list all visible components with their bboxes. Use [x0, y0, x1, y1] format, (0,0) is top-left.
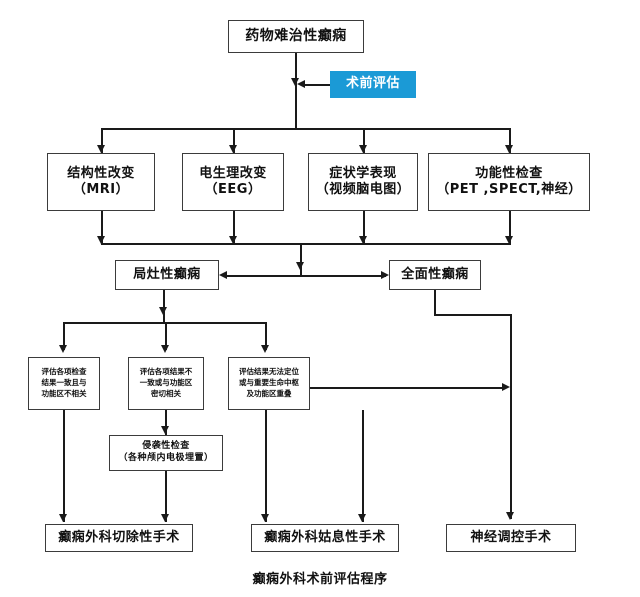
connector-generalized-down: [434, 290, 436, 315]
node-preoperative-evaluation[interactable]: 术前评估: [330, 71, 416, 98]
arrowhead-nonlocalizing-palliative-down: [261, 514, 269, 522]
connector-nonlocalizing-to-palliative: [265, 410, 267, 522]
arrowhead-concordant-resective-down: [59, 514, 67, 522]
connector-structural-to-merge: [101, 211, 103, 244]
node-criteria-concordant-line3: 功能区不相关: [41, 388, 87, 398]
node-focal-epilepsy[interactable]: 局灶性癫痫: [115, 260, 219, 290]
node-functional-imaging-line1: 功能性检查: [475, 165, 543, 181]
connector-root-to-bus: [295, 53, 297, 128]
arrowhead-nonlocalizing-right: [502, 383, 510, 391]
connector-electro-to-merge: [233, 211, 235, 244]
connector-discordant-to-invasive: [165, 410, 167, 435]
node-preoperative-evaluation-label: 术前评估: [345, 76, 400, 92]
node-structural-mri[interactable]: 结构性改变 （MRI）: [47, 153, 155, 211]
node-criteria-concordant[interactable]: 评估各项检查 结果一致且与 功能区不相关: [28, 357, 100, 410]
node-focal-epilepsy-label: 局灶性癫痫: [133, 266, 201, 282]
node-criteria-nonlocalizing-line3: 及功能区重叠: [246, 388, 292, 398]
arrowhead-to-generalized-right: [381, 271, 389, 279]
connector-preop-to-trunk: [302, 84, 332, 86]
connector-nonlocalizing-to-right-rail: [310, 387, 506, 389]
arrowhead-criteria-nonlocalizing-down: [261, 345, 269, 353]
node-semiology-video-eeg-line2: （视频脑电图）: [315, 182, 411, 197]
connector-merge-to-classification: [300, 243, 302, 276]
arrowhead-electro-merge: [229, 236, 237, 244]
connector-bus-to-criteria-discordant: [165, 322, 167, 350]
connector-focal-generalized: [224, 275, 386, 277]
arrowhead-neuromodulation-down: [506, 512, 514, 520]
node-palliative-surgery[interactable]: 癫痫外科姑息性手术: [251, 524, 399, 552]
node-criteria-discordant-line2: 一致或与功能区: [139, 378, 193, 388]
node-invasive-monitoring[interactable]: 侵袭性检查 （各种颅内电极埋置）: [109, 435, 223, 471]
connector-secondary-to-palliative: [362, 410, 364, 522]
arrowhead-criteria-discordant-down: [161, 345, 169, 353]
arrowhead-invasive-down: [161, 426, 169, 434]
right-rail-to-neuromodulation: [510, 314, 512, 519]
node-criteria-nonlocalizing-line1: 评估结果无法定位: [239, 367, 299, 377]
node-root-label: 药物难治性癫痫: [245, 27, 347, 44]
arrowhead-structural-down: [97, 145, 105, 153]
node-functional-imaging[interactable]: 功能性检查 （PET ,SPECT,神经）: [428, 153, 590, 211]
connector-bus-to-criteria-nonlocalizing: [265, 322, 267, 350]
connector-bus-to-semiology: [363, 128, 365, 153]
connector-concordant-to-resective: [63, 410, 65, 522]
node-structural-mri-line2: （MRI）: [72, 182, 130, 197]
node-criteria-concordant-line1: 评估各项检查: [41, 367, 87, 377]
arrowhead-invasive-resective-down: [161, 514, 169, 522]
node-invasive-monitoring-line2: （各种颅内电极埋置）: [118, 453, 214, 463]
arrowhead-functional-down: [505, 145, 513, 153]
node-electrophysiology-eeg-line2: （EEG）: [204, 182, 262, 197]
connector-bus-to-structural: [101, 128, 103, 153]
node-criteria-concordant-line2: 结果一致且与: [41, 378, 87, 388]
node-resective-surgery[interactable]: 癫痫外科切除性手术: [45, 524, 193, 552]
node-structural-mri-line1: 结构性改变: [67, 165, 135, 181]
node-generalized-epilepsy-label: 全面性癫痫: [401, 266, 469, 282]
arrowhead-secondary-palliative-down: [358, 514, 366, 522]
node-electrophysiology-eeg[interactable]: 电生理改变 （EEG）: [182, 153, 284, 211]
connector-bus-to-criteria-concordant: [63, 322, 65, 350]
node-criteria-discordant-line1: 评估各项结果不: [139, 367, 193, 377]
connector-semiology-to-merge: [363, 211, 365, 244]
node-generalized-epilepsy[interactable]: 全面性癫痫: [389, 260, 481, 290]
bus-evaluation-merge: [101, 243, 511, 245]
arrowhead-focal-bus-down: [159, 307, 167, 315]
arrowhead-electro-down: [229, 145, 237, 153]
connector-invasive-to-resective: [165, 471, 167, 522]
arrowhead-functional-merge: [505, 236, 513, 244]
connector-bus-to-functional: [509, 128, 511, 153]
arrowhead-criteria-concordant-down: [59, 345, 67, 353]
node-electrophysiology-eeg-line1: 电生理改变: [199, 165, 267, 181]
arrowhead-classification-down: [296, 262, 304, 270]
node-criteria-nonlocalizing[interactable]: 评估结果无法定位 或与重要生命中枢 及功能区重叠: [228, 357, 310, 410]
node-criteria-discordant[interactable]: 评估各项结果不 一致或与功能区 密切相关: [128, 357, 204, 410]
node-resective-surgery-label: 癫痫外科切除性手术: [58, 529, 180, 545]
connector-functional-to-merge: [509, 211, 511, 244]
arrowhead-to-focal-left: [219, 271, 227, 279]
node-neuromodulation-surgery[interactable]: 神经调控手术: [446, 524, 576, 552]
node-criteria-discordant-line3: 密切相关: [151, 388, 181, 398]
node-semiology-video-eeg-line1: 症状学表现: [329, 165, 397, 181]
connector-bus-to-electro: [233, 128, 235, 153]
node-functional-imaging-line2: （PET ,SPECT,神经）: [436, 182, 582, 197]
figure-caption: 癫痫外科术前评估程序: [252, 572, 388, 587]
node-semiology-video-eeg[interactable]: 症状学表现 （视频脑电图）: [308, 153, 418, 211]
node-neuromodulation-surgery-label: 神经调控手术: [470, 529, 552, 545]
bus-evaluation-fanout: [101, 128, 509, 130]
connector-generalized-to-right-rail: [434, 314, 511, 316]
node-criteria-nonlocalizing-line2: 或与重要生命中枢: [239, 378, 299, 388]
bus-focal-fanout: [63, 322, 265, 324]
arrowhead-root-down: [291, 78, 299, 86]
arrowhead-preop-left: [297, 80, 305, 88]
connector-focal-to-bus: [163, 290, 165, 322]
node-invasive-monitoring-line1: 侵袭性检查: [142, 441, 190, 452]
node-root[interactable]: 药物难治性癫痫: [228, 20, 364, 53]
arrowhead-semiology-down: [359, 145, 367, 153]
arrowhead-structural-merge: [97, 236, 105, 244]
arrowhead-semiology-merge: [359, 236, 367, 244]
node-palliative-surgery-label: 癫痫外科姑息性手术: [264, 529, 386, 545]
